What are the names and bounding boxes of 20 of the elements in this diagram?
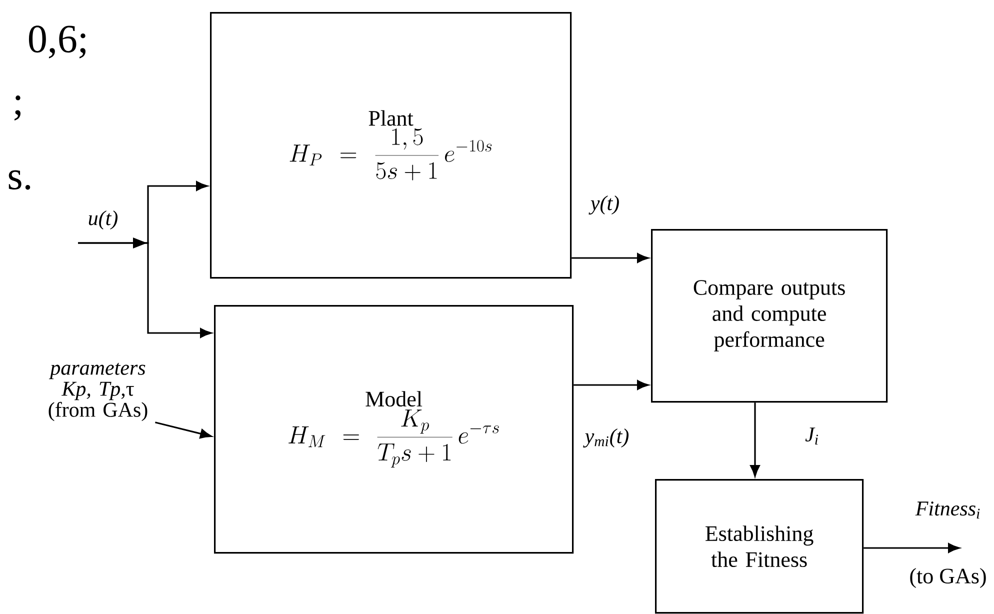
note-label: (to GAs) (910, 568, 986, 588)
edge-label: y(t) (588, 194, 621, 216)
process-box: Establishing the Fitness (655, 479, 864, 614)
arrow (750, 402, 760, 477)
edge-label: u(t) (86, 209, 120, 231)
input-label: parameters Kp, Tp,τ (from GAs) (48, 362, 148, 422)
text-fragment: ; (14, 96, 20, 120)
text-fragment: s. (8, 170, 30, 190)
arrow (574, 380, 649, 390)
arrow (78, 242, 212, 338)
arrow (155, 422, 212, 439)
text-fragment: 0,6; (28, 26, 86, 58)
process-box: Plant $H_P = \frac{1,5}{5s+1}\,e^{-10s}$ (210, 12, 572, 279)
edge-label: y$_{mi}$(t) (583, 427, 630, 449)
edge-label: J$_{i}$ (804, 426, 820, 446)
arrow (864, 543, 960, 553)
process-box: Compare outputs and compute performance (651, 229, 888, 403)
process-box: Model $H_M = \frac{K_p}{T_p s+1}\,e^{-\tau s}$ (214, 305, 574, 554)
edge-label: Fitness$_{i}$ (914, 500, 982, 520)
arrow (572, 253, 649, 263)
